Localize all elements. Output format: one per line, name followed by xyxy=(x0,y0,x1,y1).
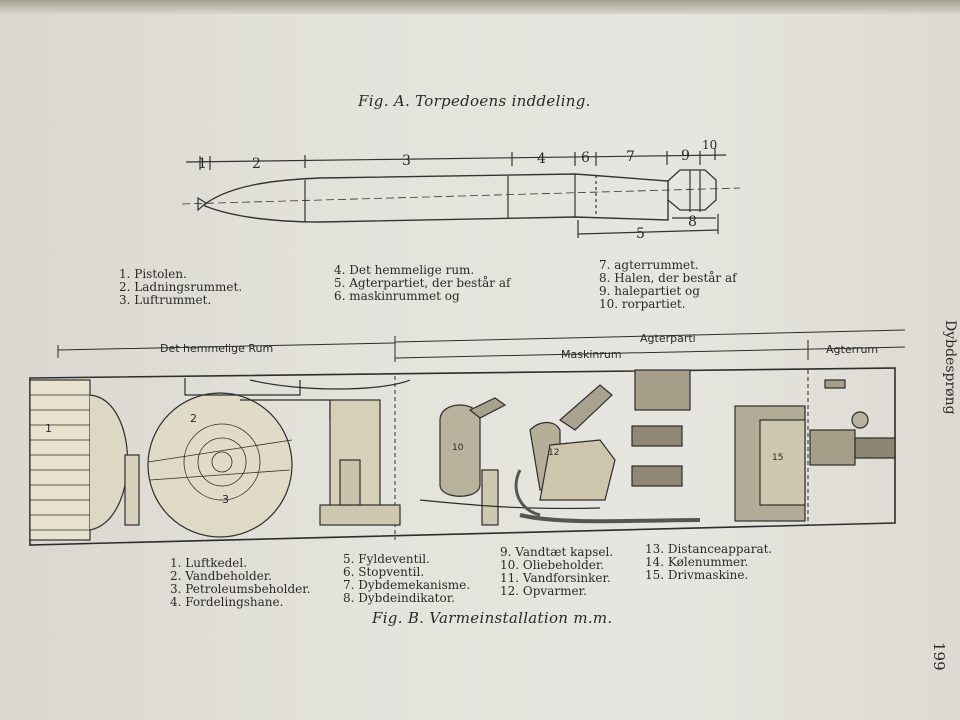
figure-b-legend-col4: 13. Distanceapparat. 14. Kølenummer. 15.… xyxy=(645,543,772,582)
part-number-1: 1 xyxy=(45,422,52,435)
legend-item: 6. Stopventil. xyxy=(343,565,425,579)
legend-item: 8. Dybdeindikator. xyxy=(343,591,455,605)
running-head: Dybdesprøng xyxy=(942,320,958,415)
legend-item: 2. Ladningsrummet. xyxy=(119,280,243,294)
part-number-15: 15 xyxy=(772,453,783,463)
figure-b-legend-col3: 9. Vandtæt kapsel. 10. Oliebeholder. 11.… xyxy=(500,546,613,598)
dim-label-1: 1 xyxy=(198,156,207,172)
figure-a-legend-col3: 7. agterrummet. 8. Halen, der består af … xyxy=(599,259,737,311)
legend-item: 5. Agterpartiet, der består af xyxy=(334,276,511,290)
legend-item: 3. Luftrummet. xyxy=(119,293,212,307)
legend-item: 11. Vandforsinker. xyxy=(500,571,611,585)
legend-item: 9. halepartiet og xyxy=(599,284,700,298)
dim-label-10: 10 xyxy=(702,138,717,152)
dim-label-6: 6 xyxy=(581,150,590,166)
figure-a-title: Fig. A. Torpedoens inddeling. xyxy=(358,92,591,110)
section-label-aft-part: Agterparti xyxy=(640,332,696,345)
figure-a-legend-col2: 4. Det hemmelige rum. 5. Agterpartiet, d… xyxy=(334,264,510,303)
legend-item: 7. Dybdemekanisme. xyxy=(343,578,471,592)
section-label-engine-room: Maskinrum xyxy=(561,348,622,361)
legend-item: 2. Vandbeholder. xyxy=(170,569,272,583)
legend-item: 5. Fyldeventil. xyxy=(343,552,430,566)
dim-label-7: 7 xyxy=(626,149,635,165)
dim-label-5: 5 xyxy=(636,226,645,242)
page-top-edge xyxy=(0,0,960,14)
legend-item: 1. Pistolen. xyxy=(119,267,187,281)
dim-label-8: 8 xyxy=(688,214,697,230)
legend-item: 12. Opvarmer. xyxy=(500,584,587,598)
legend-item: 9. Vandtæt kapsel. xyxy=(500,545,614,559)
legend-item: 7. agterrummet. xyxy=(599,258,699,272)
legend-item: 4. Fordelingshane. xyxy=(170,595,284,609)
section-label-secret-room: Det hemmelige Rum xyxy=(160,342,273,355)
part-number-12: 12 xyxy=(548,448,559,458)
part-number-2: 2 xyxy=(190,412,197,425)
part-number-3: 3 xyxy=(222,493,229,506)
section-label-aft-room: Agterrum xyxy=(826,343,878,356)
legend-item: 15. Drivmaskine. xyxy=(645,568,749,582)
dim-label-9: 9 xyxy=(681,148,690,164)
legend-item: 10. rorpartiet. xyxy=(599,297,686,311)
figure-b-legend-col1: 1. Luftkedel. 2. Vandbeholder. 3. Petrol… xyxy=(170,557,310,609)
legend-item: 1. Luftkedel. xyxy=(170,556,248,570)
figure-a-legend-col1: 1. Pistolen. 2. Ladningsrummet. 3. Luftr… xyxy=(119,268,242,307)
figure-b-title: Fig. B. Varmeinstallation m.m. xyxy=(372,609,613,627)
legend-item: 13. Distanceapparat. xyxy=(645,542,773,556)
legend-item: 6. maskinrummet og xyxy=(334,289,460,303)
dim-label-3: 3 xyxy=(402,153,411,169)
page-number: 199 xyxy=(930,642,948,671)
legend-item: 4. Det hemmelige rum. xyxy=(334,263,475,277)
legend-item: 3. Petroleumsbeholder. xyxy=(170,582,311,596)
legend-item: 14. Kølenummer. xyxy=(645,555,749,569)
dim-label-2: 2 xyxy=(252,156,261,172)
figure-b-legend-col2: 5. Fyldeventil. 6. Stopventil. 7. Dybdem… xyxy=(343,553,470,605)
legend-item: 8. Halen, der består af xyxy=(599,271,737,285)
part-number-10: 10 xyxy=(452,443,464,453)
dim-label-4: 4 xyxy=(537,151,546,167)
legend-item: 10. Oliebeholder. xyxy=(500,558,605,572)
